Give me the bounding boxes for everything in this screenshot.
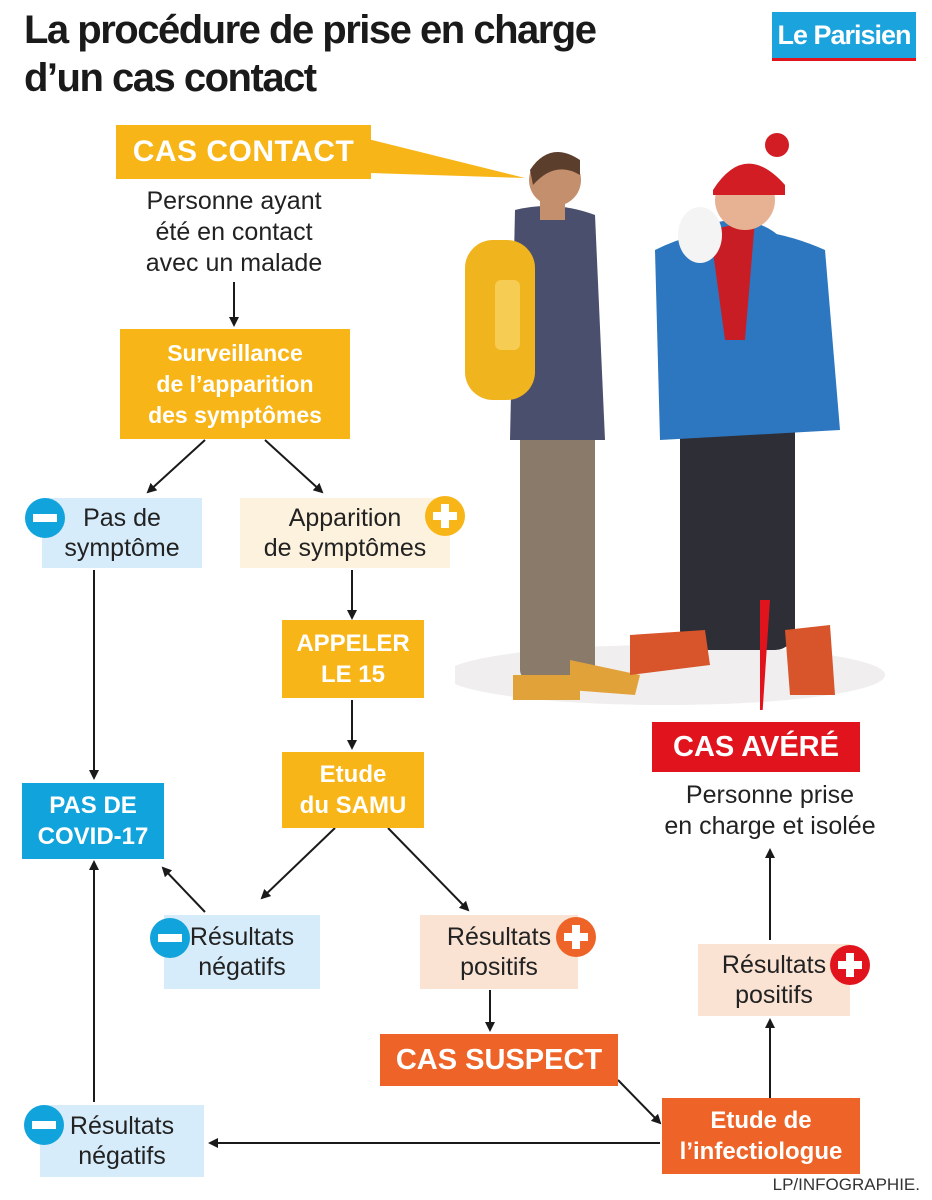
cas-contact-label: CAS CONTACT [116, 125, 371, 179]
resultats-negatifs-bottom-box: Résultats négatifs [40, 1105, 204, 1177]
people-illustration [455, 133, 885, 710]
cas-avere-label: CAS AVÉRÉ [652, 722, 860, 772]
pas-de-covid-box: PAS DE COVID-17 [22, 783, 164, 859]
page-title: La procédure de prise en charge d’un cas… [24, 8, 597, 100]
cas-contact-pointer [340, 132, 525, 178]
logo-underline [772, 58, 916, 61]
plus-sign-icon [556, 917, 596, 957]
resultats-positifs-box: Résultats positifs [420, 915, 578, 989]
arrow-etude-to-positifs [387, 827, 470, 912]
sick-person-figure [630, 133, 840, 695]
etude-infectiologue-box: Etude de l’infectiologue [662, 1098, 860, 1174]
resultats-negatifs-box: Résultats négatifs [164, 915, 320, 989]
cas-avere-description: Personne prise en charge et isolée [664, 781, 876, 840]
arrow-surveillance-to-pas-symptome [146, 439, 206, 494]
appeler-le-15-box: APPELER LE 15 [282, 620, 424, 698]
cas-suspect-box: CAS SUSPECT [380, 1034, 618, 1086]
arrow-negatifs-to-pas-covid [161, 866, 206, 913]
credit-line: LP/INFOGRAPHIE. [772, 1175, 920, 1194]
le-parisien-logo: Le Parisien [772, 12, 916, 58]
arrow-surveillance-to-apparition [264, 439, 324, 494]
resultats-positifs-right-box: Résultats positifs [698, 944, 850, 1016]
pas-de-symptome-box: Pas de symptôme [42, 498, 202, 568]
arrow-suspect-to-infectiologue [617, 1079, 662, 1125]
man-figure [465, 152, 640, 700]
plus-sign-icon [830, 945, 870, 985]
surveillance-box: Surveillance de l’apparition des symptôm… [120, 329, 350, 439]
plus-sign-icon [425, 496, 465, 536]
minus-sign-icon [150, 918, 190, 958]
minus-sign-icon [24, 1105, 64, 1145]
minus-sign-icon [25, 498, 65, 538]
etude-samu-box: Etude du SAMU [282, 752, 424, 828]
cas-contact-description: Personne ayant été en contact avec un ma… [145, 187, 323, 277]
arrow-etude-to-negatifs [260, 827, 336, 900]
apparition-symptomes-box: Apparition de symptômes [240, 498, 450, 568]
